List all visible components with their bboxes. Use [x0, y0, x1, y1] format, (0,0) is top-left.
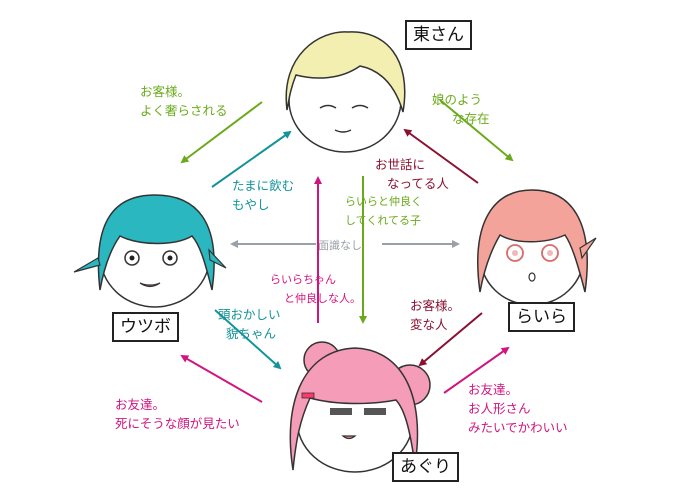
label-usobo-raira: 面識なし	[318, 236, 362, 255]
name-box-higashi: 東さん	[405, 20, 472, 50]
label-line: な存在	[432, 109, 490, 128]
label-line: らいらちゃん	[270, 270, 361, 289]
label-aguri-to-raira: お友達。 お人形さん みたいでかわいい	[468, 380, 568, 437]
label-line: お客様。	[140, 82, 228, 101]
label-line: らいらと仲良く	[345, 192, 422, 211]
label-line: 変な人	[410, 315, 460, 334]
label-line: 貌ちゃん	[218, 324, 281, 343]
label-raira-to-aguri: お客様。 変な人	[410, 296, 460, 334]
label-usobo-to-aguri: 頭おかしい 貌ちゃん	[218, 305, 281, 343]
raira-portrait	[478, 190, 596, 305]
label-higashi-to-aguri: らいらと仲良く してくれてる子	[345, 192, 422, 230]
name-box-raira: らいら	[508, 302, 575, 332]
label-line: よく奢らされる	[140, 101, 228, 120]
usobo-portrait	[74, 195, 226, 307]
label-higashi-to-usobo: お客様。 よく奢らされる	[140, 82, 228, 120]
label-line: 頭おかしい	[218, 305, 281, 324]
label-usobo-to-higashi: たまに飲む もやし	[232, 176, 294, 214]
label-line: お客様。	[410, 296, 460, 315]
label-line: なってる人	[375, 174, 449, 193]
label-line: お世話に	[375, 155, 449, 174]
label-aguri-to-higashi: らいらちゃん と仲良しな人。	[270, 270, 361, 308]
label-line: お友達。	[468, 380, 568, 399]
label-line: もやし	[232, 195, 294, 214]
label-line: みたいでかわいい	[468, 418, 568, 437]
name-box-aguri: あぐり	[392, 452, 459, 482]
label-line: してくれてる子	[345, 211, 422, 230]
label-aguri-to-usobo: お友達。 死にそうな顔が見たい	[115, 395, 240, 433]
label-line: 死にそうな顔が見たい	[115, 414, 240, 433]
label-line: 面識なし	[318, 236, 362, 255]
higashi-portrait	[286, 32, 405, 152]
label-line: と仲良しな人。	[270, 289, 361, 308]
label-line: お人形さん	[468, 399, 568, 418]
label-higashi-to-raira: 娘のよう な存在	[432, 90, 490, 128]
name-box-usobo: ウツボ	[112, 312, 179, 342]
label-line: たまに飲む	[232, 176, 294, 195]
label-line: 娘のよう	[432, 90, 490, 109]
label-raira-to-higashi: お世話に なってる人	[375, 155, 449, 193]
label-line: お友達。	[115, 395, 240, 414]
